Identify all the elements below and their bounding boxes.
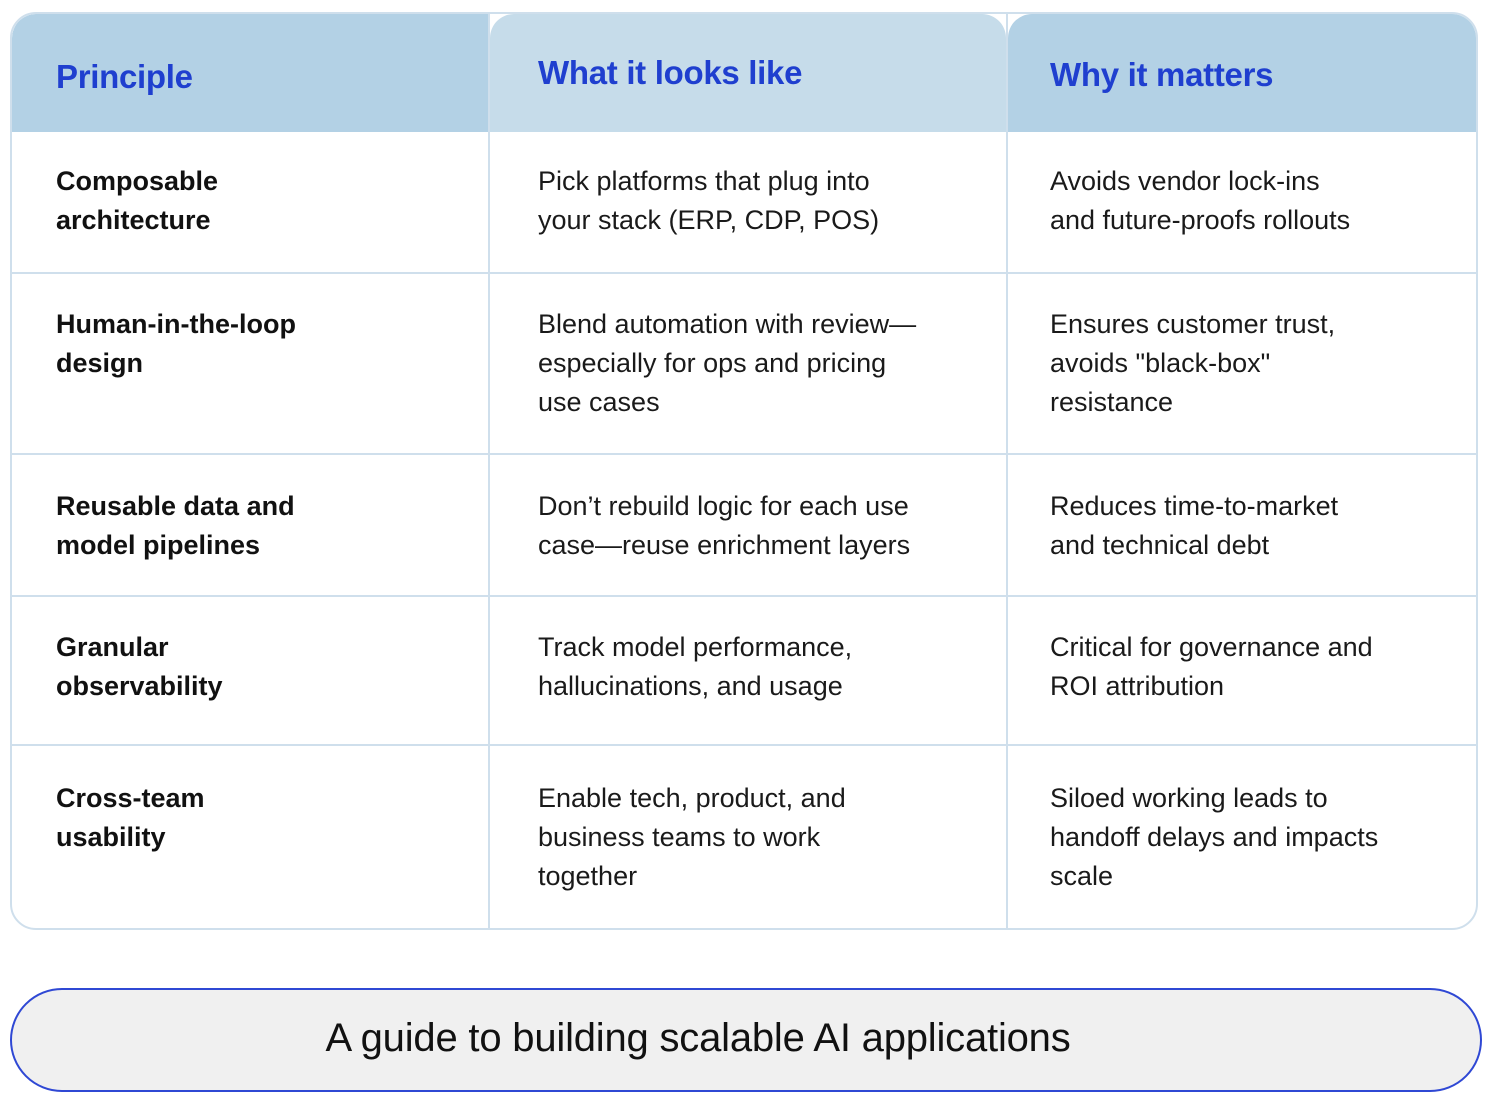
matters-cell: Siloed working leads to handoff delays a…: [1050, 779, 1460, 896]
cell-line: handoff delays and impacts: [1050, 822, 1379, 852]
cell-line: resistance: [1050, 387, 1174, 417]
principle-cell: Reusable data and model pipelines: [56, 487, 456, 565]
column-divider: [1006, 14, 1008, 928]
table-row: Composable architecture Pick platforms t…: [12, 132, 1476, 272]
table-row: Human-in-the-loop design Blend automatio…: [12, 272, 1476, 453]
header-label-why-it-matters: Why it matters: [1050, 56, 1274, 93]
matters-cell: Ensures customer trust, avoids "black-bo…: [1050, 305, 1460, 422]
matters-cell: Reduces time-to-market and technical deb…: [1050, 487, 1460, 565]
cell-line: Cross-team: [56, 783, 205, 813]
cell-line: Avoids vendor lock-ins: [1050, 166, 1320, 196]
cell-line: observability: [56, 671, 223, 701]
cell-line: Enable tech, product, and: [538, 783, 846, 813]
cell-line: avoids "black-box": [1050, 348, 1271, 378]
looks-like-cell: Pick platforms that plug into your stack…: [538, 162, 978, 240]
looks-like-cell: Track model performance, hallucinations,…: [538, 628, 978, 706]
cell-line: Siloed working leads to: [1050, 783, 1328, 813]
column-divider: [488, 14, 490, 928]
table-row: Granular observability Track model perfo…: [12, 595, 1476, 744]
cell-line: use cases: [538, 387, 660, 417]
looks-like-cell: Enable tech, product, and business teams…: [538, 779, 978, 896]
cell-line: usability: [56, 822, 166, 852]
cell-line: Reduces time-to-market: [1050, 491, 1339, 521]
cell-line: Human-in-the-loop: [56, 309, 296, 339]
cell-line: Granular: [56, 632, 169, 662]
principle-cell: Cross-team usability: [56, 779, 456, 857]
cell-line: Track model performance,: [538, 632, 853, 662]
matters-cell: Critical for governance and ROI attribut…: [1050, 628, 1460, 706]
cell-line: Blend automation with review—: [538, 309, 917, 339]
cell-line: hallucinations, and usage: [538, 671, 843, 701]
cell-line: case—reuse enrichment layers: [538, 530, 911, 560]
principles-table: Principle What it looks like Why it matt…: [10, 12, 1478, 930]
principle-cell: Granular observability: [56, 628, 456, 706]
header-cell-why-it-matters: Why it matters: [1008, 14, 1476, 132]
principle-cell: Human-in-the-loop design: [56, 305, 456, 383]
looks-like-cell: Blend automation with review— especially…: [538, 305, 978, 422]
cell-line: business teams to work: [538, 822, 821, 852]
table-header-row: Principle What it looks like Why it matt…: [12, 14, 1476, 132]
principle-cell: Composable architecture: [56, 162, 456, 240]
caption-banner: A guide to building scalable AI applicat…: [10, 988, 1482, 1092]
cell-line: model pipelines: [56, 530, 261, 560]
header-cell-principle: Principle: [12, 14, 488, 132]
table-row: Cross-team usability Enable tech, produc…: [12, 744, 1476, 928]
cell-line: scale: [1050, 861, 1114, 891]
cell-line: and technical debt: [1050, 530, 1270, 560]
cell-line: your stack (ERP, CDP, POS): [538, 205, 880, 235]
cell-line: and future-proofs rollouts: [1050, 205, 1351, 235]
cell-line: Reusable data and: [56, 491, 295, 521]
caption-text: A guide to building scalable AI applicat…: [325, 1016, 1071, 1060]
header-label-principle: Principle: [56, 58, 193, 95]
matters-cell: Avoids vendor lock-ins and future-proofs…: [1050, 162, 1460, 240]
header-cell-what-it-looks-like: What it looks like: [490, 14, 1006, 132]
cell-line: Pick platforms that plug into: [538, 166, 870, 196]
cell-line: especially for ops and pricing: [538, 348, 887, 378]
cell-line: Critical for governance and: [1050, 632, 1373, 662]
table-row: Reusable data and model pipelines Don’t …: [12, 453, 1476, 595]
cell-line: Ensures customer trust,: [1050, 309, 1336, 339]
cell-line: design: [56, 348, 144, 378]
cell-line: Composable: [56, 166, 219, 196]
cell-line: Don’t rebuild logic for each use: [538, 491, 909, 521]
cell-line: together: [538, 861, 638, 891]
cell-line: ROI attribution: [1050, 671, 1225, 701]
looks-like-cell: Don’t rebuild logic for each use case—re…: [538, 487, 978, 565]
header-label-what-it-looks-like: What it looks like: [538, 54, 803, 91]
cell-line: architecture: [56, 205, 211, 235]
